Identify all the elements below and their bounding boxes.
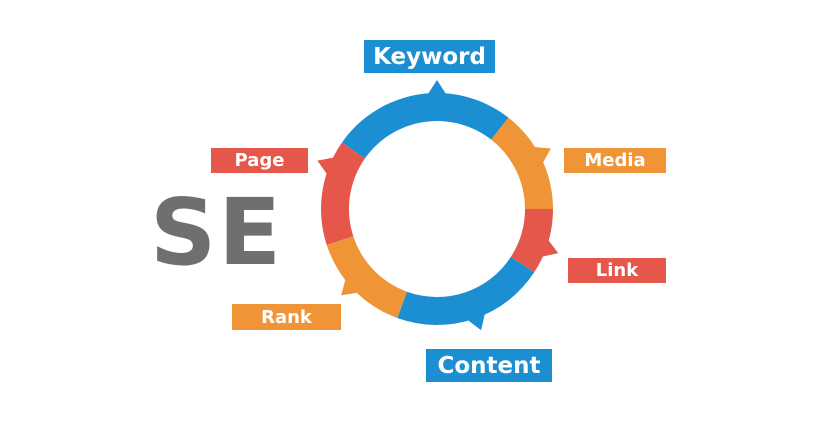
ring-arrow-media: [532, 146, 551, 165]
ring-arrow-content: [466, 312, 486, 331]
content-label: Content: [426, 349, 552, 382]
ring-segment-page: [321, 142, 365, 245]
page-label: Page: [211, 148, 308, 173]
rank-label: Rank: [232, 304, 341, 330]
ring-arrow-keyword: [427, 80, 447, 96]
ring-arrow-rank: [341, 277, 360, 296]
ring-segment-rank: [326, 236, 407, 319]
ring-segment-keyword: [341, 93, 509, 159]
ring-segment-media: [491, 117, 553, 209]
media-label: Media: [564, 148, 666, 173]
link-label: Link: [568, 258, 666, 283]
ring-segment-content: [397, 256, 535, 325]
ring-arrow-link: [540, 238, 559, 258]
keyword-label: Keyword: [364, 40, 495, 73]
ring-arrow-page: [317, 157, 336, 176]
se-text: SE: [150, 179, 284, 286]
